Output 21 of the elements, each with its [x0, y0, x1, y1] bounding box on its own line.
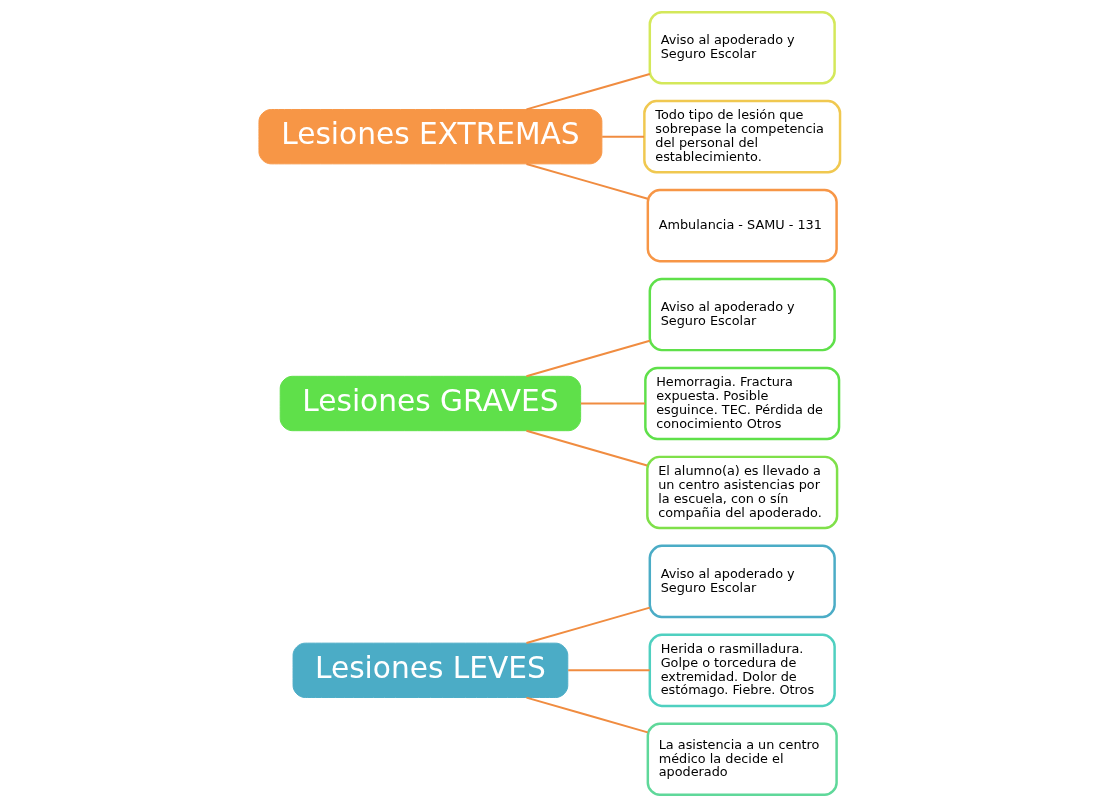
node-box: Herida o rasmilladura. Golpe o torcedura de extremidad. Dolor de estómago. Fiebre. Otros [648, 633, 836, 708]
connector [524, 339, 651, 378]
connector [566, 669, 651, 672]
connector [524, 162, 649, 200]
node-box: Lesiones EXTREMAS [257, 109, 602, 165]
node-box: Aviso al apoderado y Seguro Escolar [648, 10, 836, 85]
node-box: Todo tipo de lesión que sobrepase la competencia del personal del establecimiento. [642, 99, 841, 174]
node-box: Ambulancia - SAMU - 131 [646, 188, 838, 263]
node-box: La asistencia a un centro médico la decide el apoderado [646, 722, 838, 797]
connector [600, 135, 645, 138]
node-box: Aviso al apoderado y Seguro Escolar [648, 277, 836, 352]
node-box: Lesiones LEVES [292, 642, 568, 698]
node-box: Lesiones GRAVES [279, 375, 581, 432]
connector [524, 696, 649, 734]
connector [524, 606, 651, 645]
connector [524, 429, 648, 467]
node-box: Aviso al apoderado y Seguro Escolar [648, 544, 836, 619]
connector [524, 73, 651, 111]
node-box: El alumno(a) es llevado a un centro asistencias por la escuela, con o sín compañia del apoderado. [645, 455, 838, 530]
node-box: Hemorragia. Fractura expuesta. Posible esguince. TEC. Pérdida de conocimiento Otros [643, 366, 840, 441]
connector [579, 402, 646, 405]
